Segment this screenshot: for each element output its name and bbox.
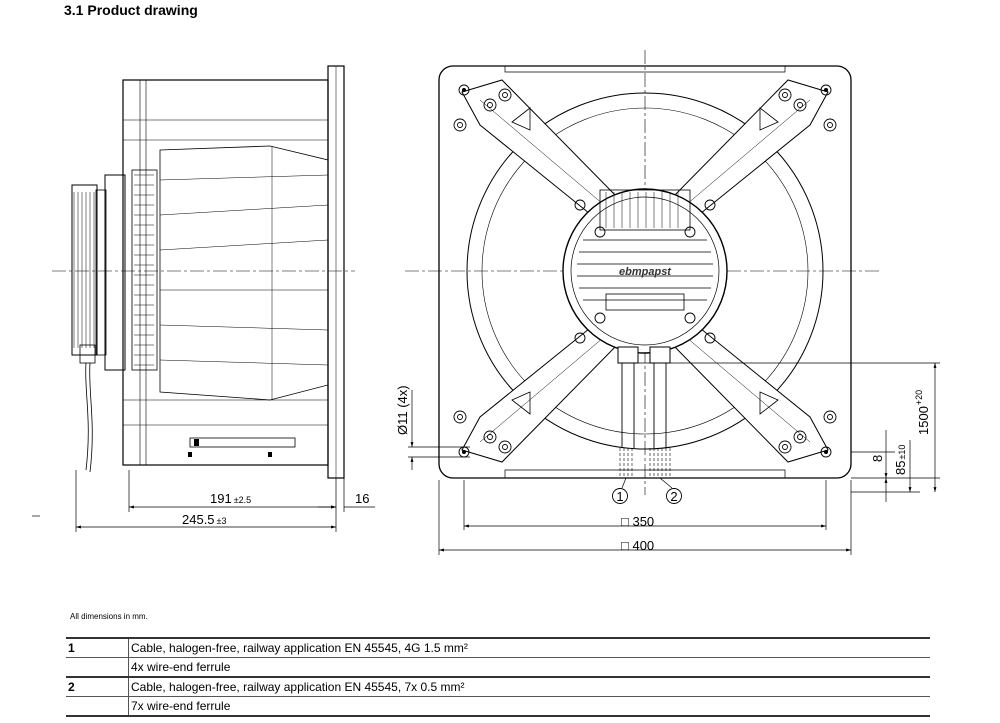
legend-table: 1 Cable, halogen-free, railway applicati… (66, 637, 930, 717)
front-dimension-labels: □ 350 □ 400 Ø11 (4x) 1500+20 85±10 8 (395, 385, 931, 553)
dim-85-value: 85 (893, 461, 908, 475)
cable-2 (653, 363, 667, 448)
rating-label (605, 293, 685, 311)
x-struts (461, 79, 829, 463)
dim-245-tol: ±3 (217, 516, 227, 526)
callout-2-circle (666, 488, 682, 504)
svg-text:191±2.5: 191±2.5 (210, 491, 251, 506)
legend-row: 1 Cable, halogen-free, railway applicati… (66, 637, 930, 658)
dim-hole-label: Ø11 (4x) (395, 385, 410, 435)
impeller-outline (159, 145, 329, 401)
side-cable (85, 362, 89, 471)
mounting-holes (453, 84, 837, 458)
legend-row: 2 Cable, halogen-free, railway applicati… (66, 676, 930, 697)
cable-1 (621, 363, 635, 448)
dim-8-label: 8 (870, 455, 885, 462)
dim-245-value: 245.5 (182, 512, 215, 527)
dim-1500-value: 1500 (916, 406, 931, 435)
svg-text:245.5±3: 245.5±3 (182, 512, 227, 527)
side-housing (122, 79, 329, 466)
callout-1-label: 1 (616, 489, 623, 504)
legend-text: Cable, halogen-free, railway application… (128, 637, 930, 658)
dim-85-tol: ±10 (897, 445, 907, 460)
brand-logo: ebmpapst (619, 266, 672, 278)
dim-350-label: □ 350 (621, 514, 654, 529)
callout-2-label: 2 (670, 489, 677, 504)
callouts: 1 2 (612, 477, 682, 504)
legend-text: 4x wire-end ferrule (128, 657, 930, 677)
heatsink-grille (577, 189, 713, 301)
dim-16-label: 16 (355, 491, 369, 506)
legend-number: 1 (66, 637, 129, 658)
legend-number: 2 (66, 676, 129, 697)
svg-text:1500+20: 1500+20 (914, 390, 931, 435)
inlet-ring-inner (481, 107, 809, 435)
dim-191-value: 191 (210, 491, 232, 506)
legend-text: 7x wire-end ferrule (128, 696, 930, 717)
dim-1500-tol: +20 (914, 390, 924, 405)
legend-number (66, 696, 129, 717)
inlet-ring-outer (466, 92, 824, 450)
side-dimension-labels: 191±2.5 245.5±3 16 (182, 491, 369, 527)
svg-text:85±10: 85±10 (893, 445, 908, 475)
section-title: 3.1 Product drawing (64, 2, 198, 18)
side-dimensions (32, 470, 375, 532)
cable-gland-1 (617, 346, 639, 364)
callout-1-circle (612, 488, 628, 504)
dim-191-tol: ±2.5 (234, 495, 251, 505)
legend-row: 7x wire-end ferrule (66, 696, 930, 717)
dim-400-label: □ 400 (621, 538, 654, 553)
dimensions-note: All dimensions in mm. (70, 612, 148, 621)
heat-sink (71, 184, 98, 356)
legend-number (66, 657, 129, 677)
legend-row: 4x wire-end ferrule (66, 657, 930, 677)
front-dimensions (408, 362, 940, 555)
motor-body (104, 174, 126, 371)
product-drawing: 191±2.5 245.5±3 16 (32, 50, 940, 555)
side-view (52, 65, 355, 479)
cable-gland-2 (649, 346, 671, 364)
legend-text: Cable, halogen-free, railway application… (128, 676, 930, 697)
front-view (405, 50, 880, 495)
